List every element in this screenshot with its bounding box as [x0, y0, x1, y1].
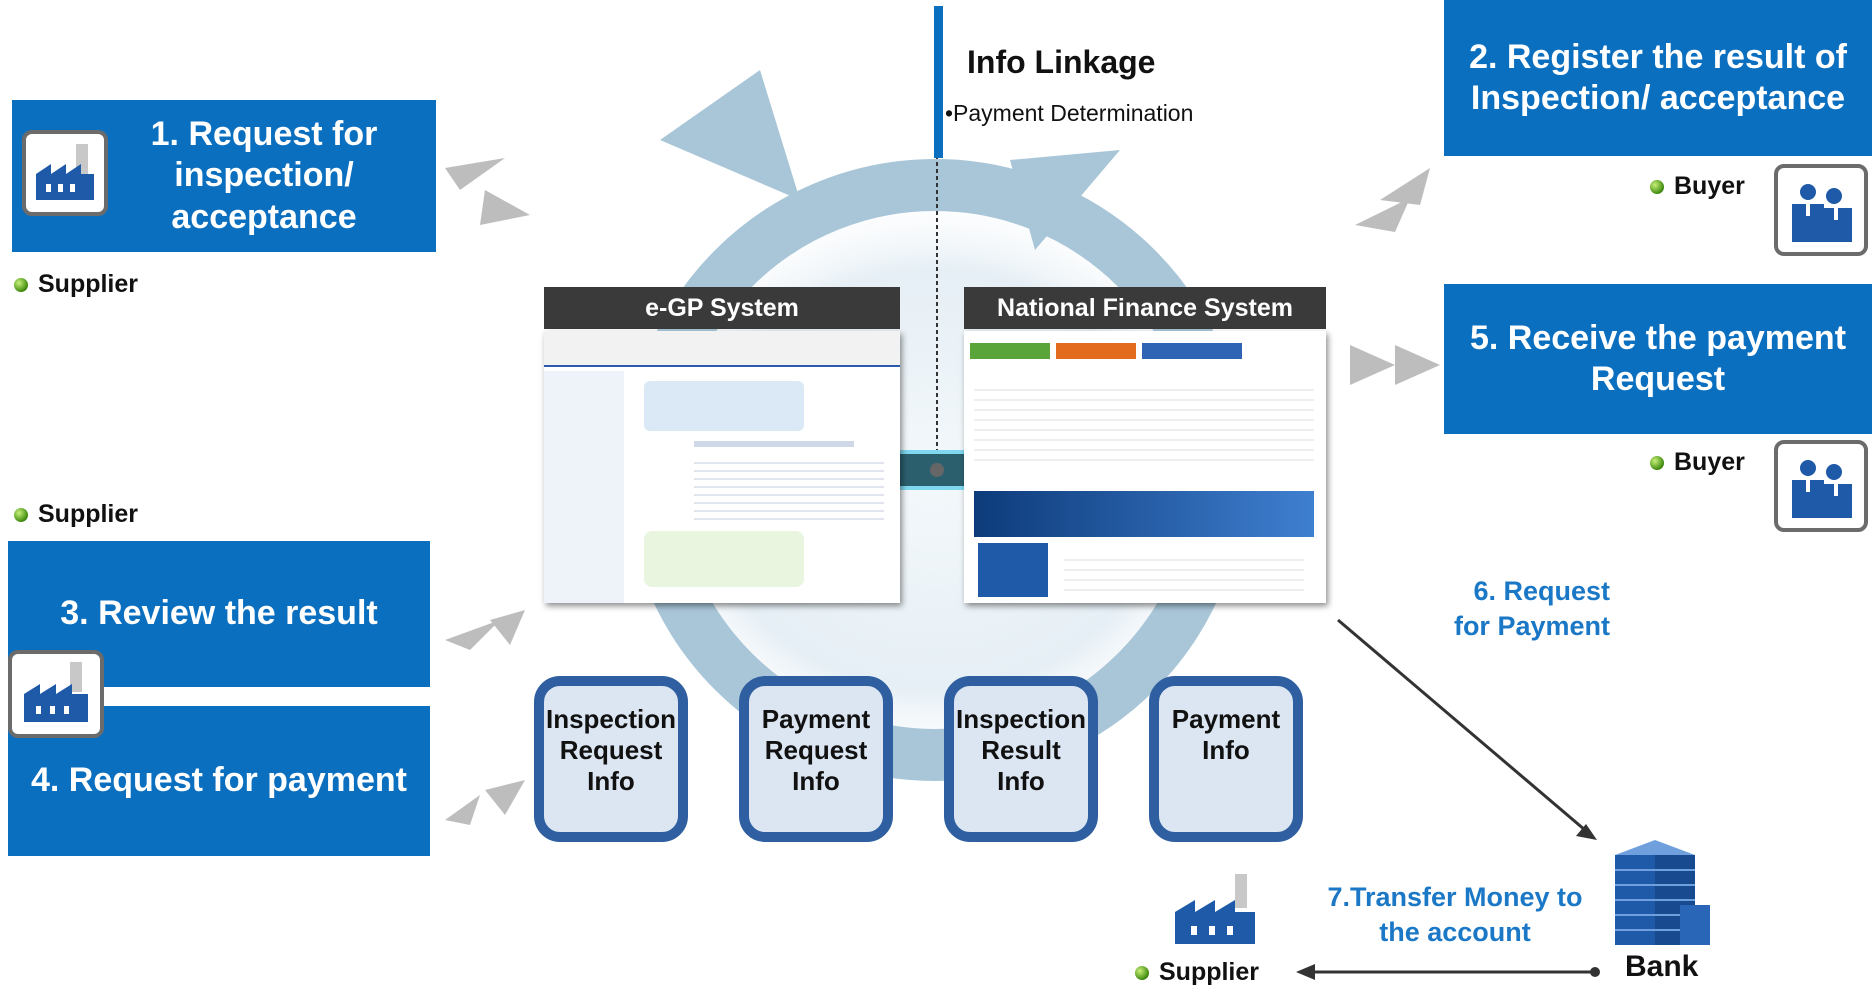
- cycle-arrow-left: [660, 70, 800, 200]
- nfs-header: National Finance System: [964, 287, 1326, 329]
- nfs-screenshot: [964, 331, 1326, 603]
- supplier-role-3: Supplier: [1135, 958, 1259, 987]
- building-stack-icon: [1600, 835, 1720, 955]
- info-box-inspection-request: Inspection Request Info: [534, 676, 688, 842]
- grey-arrows: [445, 158, 1440, 825]
- info-linkage-bullet: •Payment Determination: [945, 100, 1194, 126]
- factory-icon: [22, 130, 108, 216]
- buyer-role-2: Buyer: [1650, 448, 1745, 477]
- step-5-box: 5. Receive the payment Request: [1444, 284, 1872, 434]
- step-2-box: 2. Register the result of Inspection/ ac…: [1444, 0, 1872, 156]
- info-box-payment-request: Payment Request Info: [739, 676, 893, 842]
- step-5-label: 5. Receive the payment Request: [1469, 318, 1847, 398]
- info-box-inspection-result: Inspection Result Info: [944, 676, 1098, 842]
- egp-system-header: e-GP System: [544, 287, 900, 329]
- people-icon: [1774, 440, 1868, 532]
- step-1-label: 1. Request for inspection/ acceptance: [150, 114, 378, 236]
- step-6-label: 6. Request for Payment: [1453, 576, 1610, 642]
- info-box-payment: Payment Info: [1149, 676, 1303, 842]
- factory-icon: [1165, 870, 1265, 950]
- supplier-role-2: Supplier: [14, 500, 138, 529]
- cycle-arrow-right: [1010, 150, 1120, 250]
- bank-label: Bank: [1625, 950, 1699, 983]
- linkage-bar: [934, 6, 943, 158]
- egp-screenshot: [544, 331, 900, 603]
- info-linkage-title: Info Linkage: [967, 44, 1156, 80]
- factory-icon: [8, 650, 104, 738]
- step-3-label: 3. Review the result: [60, 594, 378, 633]
- step-2-label: 2. Register the result of Inspection/ ac…: [1469, 37, 1847, 117]
- people-icon: [1774, 164, 1868, 256]
- step-7-label: 7.Transfer Money to the account: [1327, 882, 1583, 948]
- buyer-role-1: Buyer: [1650, 172, 1745, 201]
- arrow-to-bank: [1337, 618, 1586, 832]
- supplier-role-1: Supplier: [14, 270, 138, 299]
- step-4-label: 4. Request for payment: [31, 761, 407, 800]
